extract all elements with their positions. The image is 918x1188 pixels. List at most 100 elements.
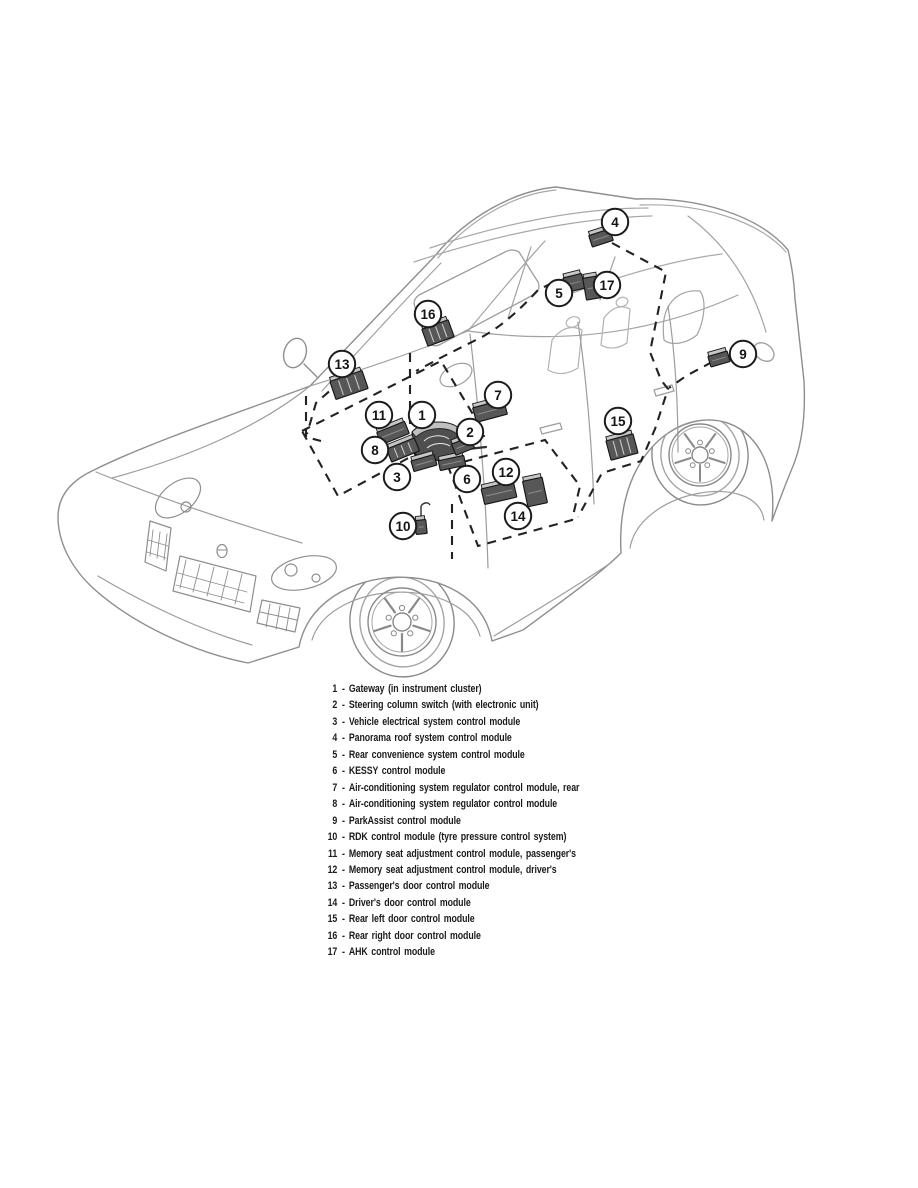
- legend-label: Memory seat adjustment control module, d…: [348, 863, 557, 876]
- legend-label: Air-conditioning system regulator contro…: [348, 798, 558, 811]
- legend-label: Memory seat adjustment control module, p…: [348, 847, 576, 860]
- legend-number: 16: [327, 929, 338, 942]
- legend-separator: -: [342, 781, 345, 794]
- callout-number: 6: [463, 472, 471, 487]
- legend-item-11: 11-Memory seat adjustment control module…: [318, 846, 579, 862]
- right-intake: [256, 599, 301, 633]
- leader-passenger-door-bracket: [304, 396, 322, 443]
- legend-item-3: 3-Vehicle electrical system control modu…: [318, 714, 579, 730]
- left-headlight: [154, 477, 202, 519]
- legend-separator: -: [342, 929, 345, 942]
- legend-separator: -: [342, 880, 345, 893]
- legend-label: AHK control module: [348, 946, 435, 959]
- callout-number: 9: [739, 347, 747, 362]
- legend-separator: -: [342, 732, 345, 745]
- legend-item-5: 5-Rear convenience system control module: [318, 747, 579, 763]
- legend-label: Passenger's door control module: [348, 880, 490, 893]
- callout-11: 11: [364, 400, 394, 430]
- legend-label: Steering column switch (with electronic …: [348, 699, 539, 712]
- legend-number: 8: [332, 798, 338, 811]
- callout-number: 1: [418, 408, 426, 423]
- callout-1: 1: [407, 400, 437, 430]
- legend-label: Panorama roof system control module: [348, 732, 512, 745]
- leader-roof-to-rear: [577, 242, 670, 518]
- legend-label: KESSY control module: [348, 765, 446, 778]
- legend-separator: -: [342, 847, 345, 860]
- legend-number: 10: [327, 831, 338, 844]
- legend-number: 11: [328, 847, 338, 860]
- legend-label: Rear convenience system control module: [348, 748, 525, 761]
- legend-number: 2: [332, 699, 338, 712]
- legend-separator: -: [342, 946, 345, 959]
- legend-separator: -: [342, 814, 345, 827]
- legend-number: 12: [327, 863, 338, 876]
- legend-separator: -: [342, 798, 345, 811]
- legend-number: 5: [332, 748, 338, 761]
- legend-number: 1: [332, 683, 338, 695]
- control-module-box-11: [375, 417, 410, 445]
- legend-item-16: 16-Rear right door control module: [318, 928, 579, 944]
- callout-number: 17: [599, 278, 614, 293]
- legend-item-4: 4-Panorama roof system control module: [318, 730, 579, 746]
- legend: 1-Gateway (in instrument cluster)2-Steer…: [318, 681, 645, 961]
- callout-number: 13: [334, 357, 350, 372]
- glasshouse-lines: [309, 215, 767, 392]
- legend-separator: -: [342, 896, 345, 909]
- legend-item-13: 13-Passenger's door control module: [318, 878, 579, 894]
- legend-label: RDK control module (tyre pressure contro…: [348, 831, 567, 844]
- legend-number: 15: [327, 913, 338, 926]
- callout-5: 5: [544, 278, 574, 308]
- sunroof: [413, 249, 540, 347]
- leader-door-module-box: [446, 438, 582, 548]
- legend-separator: -: [342, 831, 345, 844]
- legend-separator: -: [342, 863, 345, 876]
- hood-crest: [216, 543, 228, 559]
- legend-number: 3: [332, 715, 338, 728]
- callout-number: 7: [494, 388, 502, 403]
- legend-label: Driver's door control module: [348, 896, 471, 909]
- callout-number: 3: [393, 470, 401, 485]
- callout-16: 16: [413, 299, 443, 329]
- callout-17: 17: [592, 270, 622, 300]
- control-module-box-3: [410, 450, 438, 472]
- callout-9: 9: [728, 339, 758, 369]
- callout-number: 5: [555, 286, 563, 301]
- legend-item-8: 8-Air-conditioning system regulator cont…: [318, 796, 579, 812]
- legend-number: 17: [327, 946, 338, 959]
- callout-13: 13: [327, 349, 357, 379]
- legend-item-2: 2-Steering column switch (with electroni…: [318, 697, 579, 713]
- leader-rear-convenience: [415, 282, 553, 372]
- rear-wheel-rim: [668, 423, 732, 487]
- callout-number: 16: [420, 307, 436, 322]
- front-door-handle: [539, 422, 563, 435]
- legend-label: Rear left door control module: [348, 913, 475, 926]
- side-mirror: [282, 337, 318, 378]
- legend-number: 13: [327, 880, 338, 893]
- center-grille: [172, 555, 257, 613]
- leader-passenger-door: [305, 380, 342, 435]
- legend-number: 4: [332, 732, 338, 745]
- legend-item-14: 14-Driver's door control module: [318, 895, 579, 911]
- legend-number: 6: [332, 765, 338, 778]
- interior-seats: [439, 296, 631, 388]
- legend-label: Vehicle electrical system control module: [348, 715, 521, 728]
- legend-label: Air-conditioning system regulator contro…: [348, 781, 580, 794]
- legend-item-17: 17-AHK control module: [318, 944, 579, 960]
- legend-item-1: 1-Gateway (in instrument cluster): [318, 681, 579, 697]
- callout-15: 15: [603, 406, 633, 436]
- legend-separator: -: [342, 765, 345, 778]
- callout-2: 2: [455, 417, 485, 447]
- callout-number: 11: [372, 408, 387, 423]
- legend-label: ParkAssist control module: [348, 814, 461, 827]
- callout-number: 10: [395, 519, 410, 534]
- legend-item-10: 10-RDK control module (tyre pressure con…: [318, 829, 579, 845]
- rear-wheel-tire: [651, 404, 749, 506]
- legend-number: 9: [332, 814, 338, 827]
- callout-4: 4: [600, 207, 630, 237]
- callout-10: 10: [388, 511, 418, 541]
- callout-14: 14: [503, 501, 533, 531]
- control-module-box-8: [385, 433, 420, 463]
